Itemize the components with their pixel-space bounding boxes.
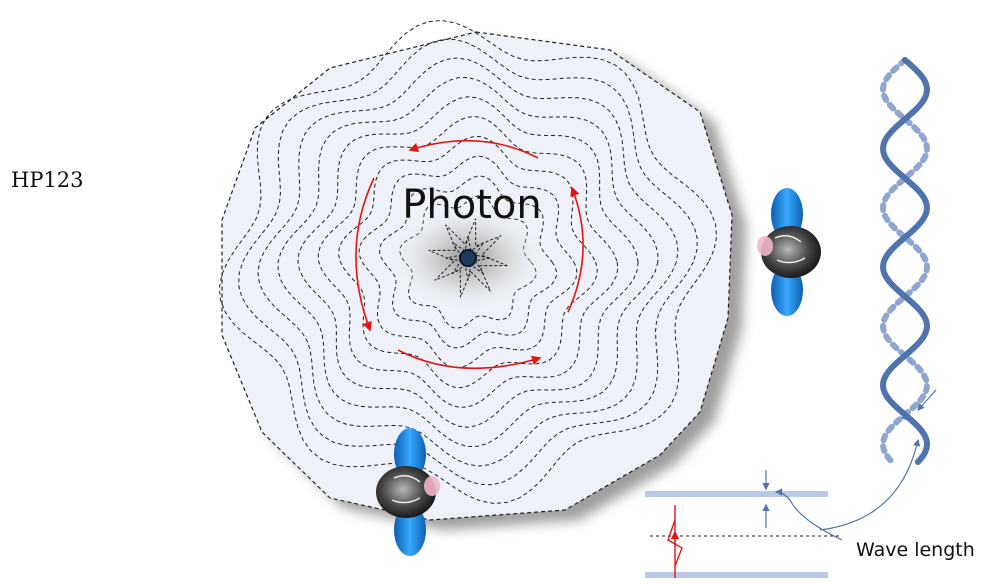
photon-label: Photon [402,182,541,228]
pointer-to-helix [819,438,921,531]
wave-ring [277,76,659,448]
arrow-right [567,186,584,313]
helix-back-strand [879,57,931,465]
helix-wavelength-ticks [887,389,937,421]
core-star-ray [428,218,508,298]
figure-code: HP123 [11,168,84,192]
arrow-top [408,139,539,159]
electron-atom-icon [376,428,440,556]
wave-ring [379,175,557,349]
arrow-left [355,177,375,332]
wave-ring [358,155,578,369]
upper-band [645,491,828,497]
wave-ring [338,135,598,389]
wave-ring [238,38,698,486]
wave-ring [317,116,619,408]
pointer-to-band [774,488,843,541]
wave-length-label: Wave length [856,539,975,561]
electron-atom-icon [757,188,821,316]
photon-core-star [428,218,508,298]
core-star-ray [445,235,491,281]
wave-ring [257,57,679,467]
wave-ring [218,19,718,505]
lower-band [645,572,828,578]
circulating-arrow-icon [355,139,584,370]
helix-wave-icon [879,57,931,465]
helix-front-strand [879,57,931,465]
wavelength-band [645,438,921,578]
arrow-bottom [397,349,542,370]
photon-core-icon [459,249,477,267]
wave-ring [297,96,639,428]
wave-rings [218,19,718,505]
